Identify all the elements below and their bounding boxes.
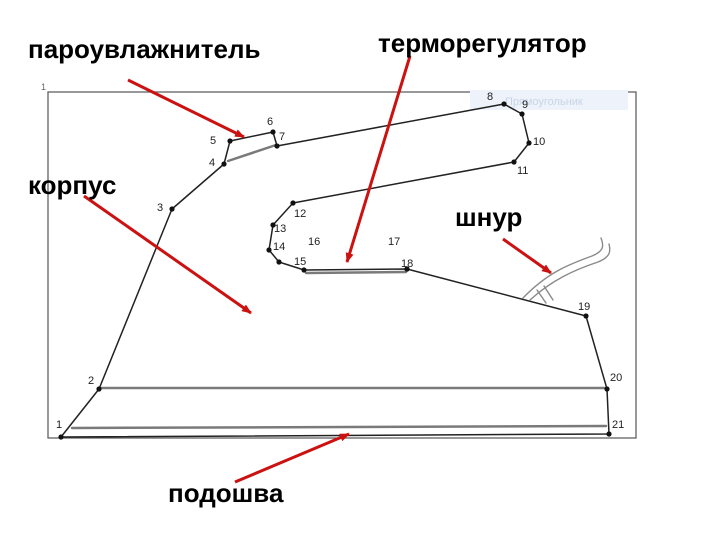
- point-dot-15: [276, 259, 282, 265]
- point-dot-21: [606, 431, 612, 437]
- faint-toolbar-text: Прямоугольник: [505, 96, 583, 108]
- point-label-10: 10: [533, 136, 545, 148]
- point-label-19: 19: [578, 301, 590, 313]
- label-thermoregulator: терморегулятор: [378, 28, 587, 58]
- point-dot-14: [266, 247, 272, 253]
- point-label-20: 20: [610, 372, 622, 384]
- point-label-8: 8: [487, 91, 493, 103]
- point-label-3: 3: [157, 202, 163, 214]
- label-cord: шнур: [455, 202, 523, 232]
- point-dot-19: [583, 313, 589, 319]
- point-dot-6: [270, 129, 276, 135]
- pointer-arrows: [83, 55, 552, 484]
- point-label-1: 1: [56, 419, 62, 431]
- steamer-slot-line: [226, 143, 278, 163]
- point-label-2: 2: [88, 375, 94, 387]
- point-dot-16: [301, 267, 307, 273]
- cord-strand-outer: [522, 237, 604, 299]
- point-dot-5: [227, 138, 233, 144]
- arrow-sole: [234, 432, 350, 484]
- point-dot-3: [169, 206, 175, 212]
- point-label-6: 6: [267, 116, 273, 128]
- point-label-12: 12: [294, 208, 306, 220]
- point-dot-1: [58, 434, 64, 440]
- point-label-21: 21: [612, 419, 624, 431]
- iron-details: [70, 143, 608, 430]
- point-dot-12: [290, 200, 296, 206]
- point-label-16: 16: [308, 236, 320, 248]
- label-steamer: пароувлажнитель: [28, 34, 261, 64]
- point-label-4: 4: [209, 157, 215, 169]
- label-sole: подошва: [168, 478, 284, 508]
- point-dot-20: [604, 386, 610, 392]
- point-dot-7: [274, 143, 280, 149]
- point-label-15: 15: [294, 256, 306, 268]
- cord-strand-inner: [529, 243, 611, 301]
- sole-bottom-line: [70, 424, 608, 430]
- drawing-frame: [47, 91, 637, 439]
- point-label-11: 11: [517, 165, 528, 177]
- point-dot-18: [404, 266, 410, 272]
- point-dot-11: [511, 159, 517, 165]
- arrow-steamer: [127, 78, 245, 139]
- point-dot-10: [526, 140, 532, 146]
- point-dot-2: [96, 386, 102, 392]
- cord-plug: [536, 285, 554, 304]
- cord-drawing: [522, 237, 611, 304]
- point-label-5: 5: [210, 135, 216, 147]
- point-dot-13: [270, 222, 276, 228]
- point-label-13: 13: [274, 223, 286, 235]
- point-label-14: 14: [273, 241, 285, 253]
- arrow-body: [83, 194, 252, 315]
- point-label-9: 9: [522, 99, 528, 111]
- point-dot-9: [519, 111, 525, 117]
- point-label-17: 17: [388, 236, 400, 248]
- thermo-slot-line: [304, 270, 408, 275]
- arrow-cord: [502, 237, 552, 275]
- arrow-thermoregulator: [345, 55, 412, 263]
- screenshot-fragment: Прямоугольник 1: [41, 82, 637, 439]
- point-label-7: 7: [279, 131, 285, 143]
- label-body: корпус: [28, 170, 117, 200]
- corner-mark: 1: [41, 82, 46, 92]
- point-dot-4: [221, 161, 227, 167]
- point-label-18: 18: [401, 258, 413, 270]
- point-dot-8: [501, 101, 507, 107]
- faint-toolbar-box: [470, 90, 628, 110]
